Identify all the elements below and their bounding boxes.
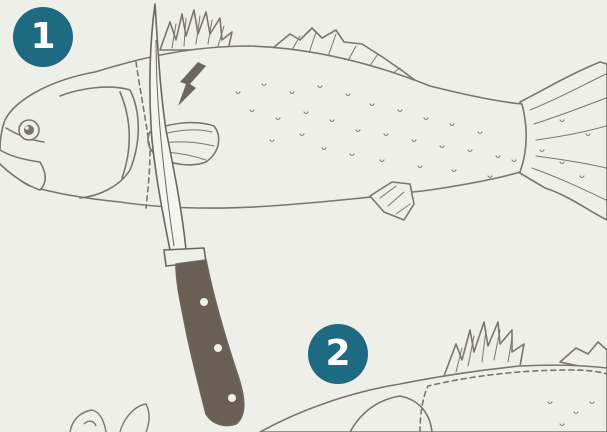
step-number: 2 bbox=[325, 336, 350, 372]
fish-illustration-top bbox=[0, 10, 607, 220]
step-badge-2: 2 bbox=[308, 324, 368, 384]
knife-rivet bbox=[214, 344, 222, 352]
tail-fin bbox=[518, 62, 607, 220]
fish-head-partial bbox=[70, 404, 149, 432]
step-number: 1 bbox=[30, 19, 55, 55]
knife-rivet bbox=[228, 394, 236, 402]
fish-body-top bbox=[0, 46, 526, 208]
knife-rivet bbox=[200, 298, 208, 306]
step-badge-1: 1 bbox=[13, 7, 73, 67]
fish-body-bottom bbox=[260, 365, 607, 432]
